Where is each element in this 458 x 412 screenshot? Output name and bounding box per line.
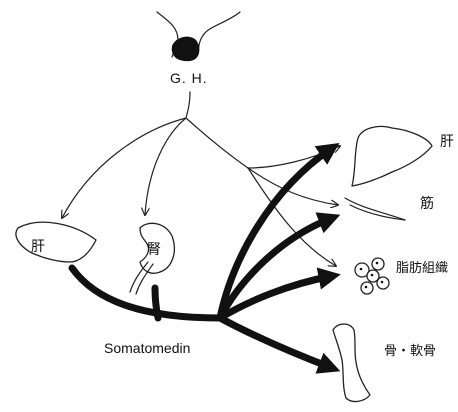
adipose-label: 脂肪組織 xyxy=(396,260,448,276)
liver-left-label: 肝 xyxy=(31,239,45,255)
muscle-label: 筋 xyxy=(420,195,434,212)
source-label: G. H. xyxy=(170,70,208,86)
kidney-organ: 腎 xyxy=(130,223,174,294)
bone-cartilage-icon: 骨・軟骨 xyxy=(333,324,436,402)
liver-right-label: 肝 xyxy=(440,134,454,150)
liver-left-organ: 肝 xyxy=(16,222,96,262)
muscle-organ: 筋 xyxy=(345,195,434,220)
adipose-tissue-icon: 脂肪組織 xyxy=(355,258,448,294)
pituitary-gland-icon xyxy=(157,12,240,61)
hub-label: Somatomedin xyxy=(104,340,190,356)
kidney-label: 腎 xyxy=(147,242,161,258)
somatomedin-pathway xyxy=(72,148,332,368)
liver-right-organ: 肝 xyxy=(352,126,454,186)
bone-label: 骨・軟骨 xyxy=(384,343,436,359)
